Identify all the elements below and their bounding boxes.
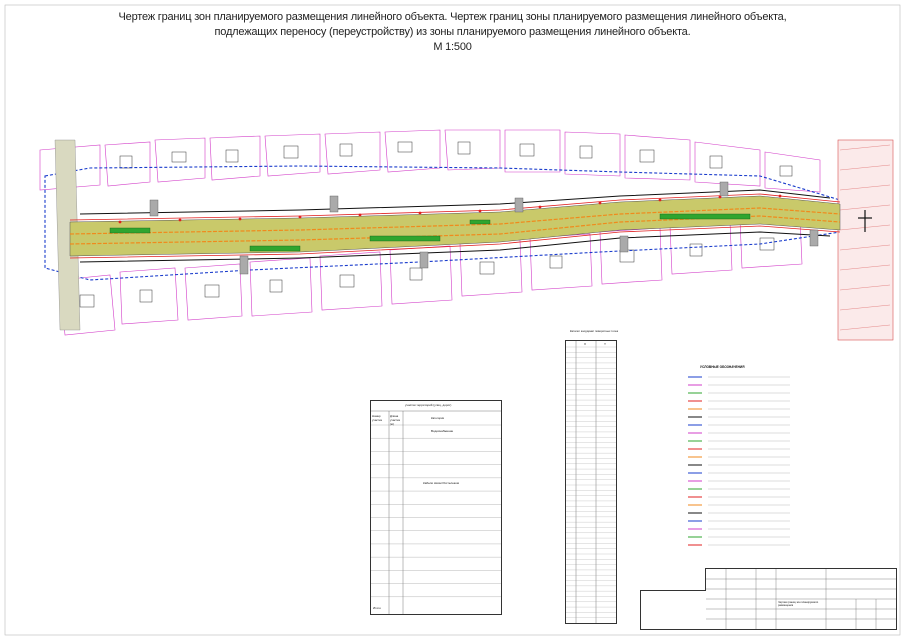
green-strips xyxy=(109,213,751,252)
road-black-line-top xyxy=(79,189,831,215)
title-line-1: Чертеж границ зон планируемого размещени… xyxy=(118,11,787,23)
road-red-line-bottom xyxy=(69,225,841,259)
title-scale: М 1:500 xyxy=(433,41,472,53)
utility-poles xyxy=(118,194,782,224)
utility-line-orange-2 xyxy=(69,215,841,245)
title-line-2: подлежащих переносу (переустройству) из … xyxy=(214,26,691,38)
coordinate-table-grid xyxy=(566,341,616,623)
driveways xyxy=(149,181,819,275)
title-stamp: Чертеж границ зон планируемого размещени… xyxy=(705,568,897,630)
plot-table-col-number: Номер участка xyxy=(372,414,382,422)
plot-table-total: Итого xyxy=(373,606,381,610)
plot-table-section-water: Водоснабжение xyxy=(431,429,454,433)
coordinate-table: Каталог координат поворотных точек X Y xyxy=(565,329,618,624)
legend: УСЛОВНЫЕ ОБОЗНАЧЕНИЯ xyxy=(680,365,890,555)
legend-heading: УСЛОВНЫЕ ОБОЗНАЧЕНИЯ xyxy=(700,365,745,369)
hatched-zone-right xyxy=(837,139,894,341)
plot-table-header: участки территорий (улиц, дорог) xyxy=(405,403,452,407)
stamp-grid xyxy=(706,569,896,629)
stamp-label: Чертеж границ зон планируемого размещени… xyxy=(778,601,819,607)
plot-table-col-length: Длина участка (м) xyxy=(390,414,400,426)
road-red-line-top xyxy=(69,193,841,221)
stamp-extension xyxy=(640,590,706,630)
plot-table-section-cable: Кабели связи Ростелеком xyxy=(423,481,459,485)
end-cross-marker xyxy=(858,210,872,232)
utility-line-orange-1 xyxy=(69,207,841,235)
plot-table: участки территорий (улиц, дорог) Номер у… xyxy=(370,400,502,615)
plot-table-grid xyxy=(371,410,501,614)
coordinate-table-col-x: X xyxy=(584,342,587,346)
legend-symbols xyxy=(688,376,790,546)
outer-frame xyxy=(4,4,901,636)
road-black-line-bottom xyxy=(79,231,831,263)
plot-table-col-category: Категория xyxy=(431,416,445,420)
cross-street-left xyxy=(54,139,81,331)
coordinate-table-col-y: Y xyxy=(604,342,607,346)
coordinate-table-caption: Каталог координат поворотных точек xyxy=(569,329,619,333)
drawing-title: Чертеж границ зон планируемого размещени… xyxy=(0,10,905,55)
